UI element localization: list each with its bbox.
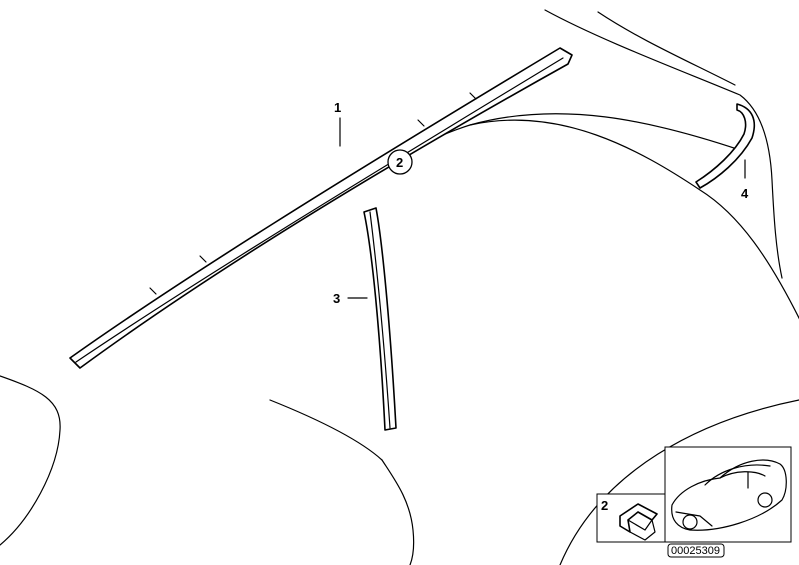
reference-number-box bbox=[667, 543, 725, 558]
callout-1-label: 1 bbox=[334, 100, 341, 115]
callout-2-circle bbox=[387, 149, 413, 175]
inset-car-thumbnail bbox=[664, 446, 792, 543]
callout-4-label: 4 bbox=[741, 186, 749, 201]
rear-trim-part bbox=[695, 103, 756, 189]
callout-3-label: 3 bbox=[333, 291, 340, 306]
reference-number: 00025309 bbox=[671, 545, 720, 557]
leader-lines bbox=[339, 117, 746, 299]
roof-molding-part bbox=[69, 47, 573, 369]
inset-part-box bbox=[596, 493, 666, 543]
inset-part-label: 2 bbox=[601, 498, 608, 513]
callout-2-label: 2 bbox=[396, 155, 403, 170]
pillar-trim-part bbox=[363, 207, 397, 431]
